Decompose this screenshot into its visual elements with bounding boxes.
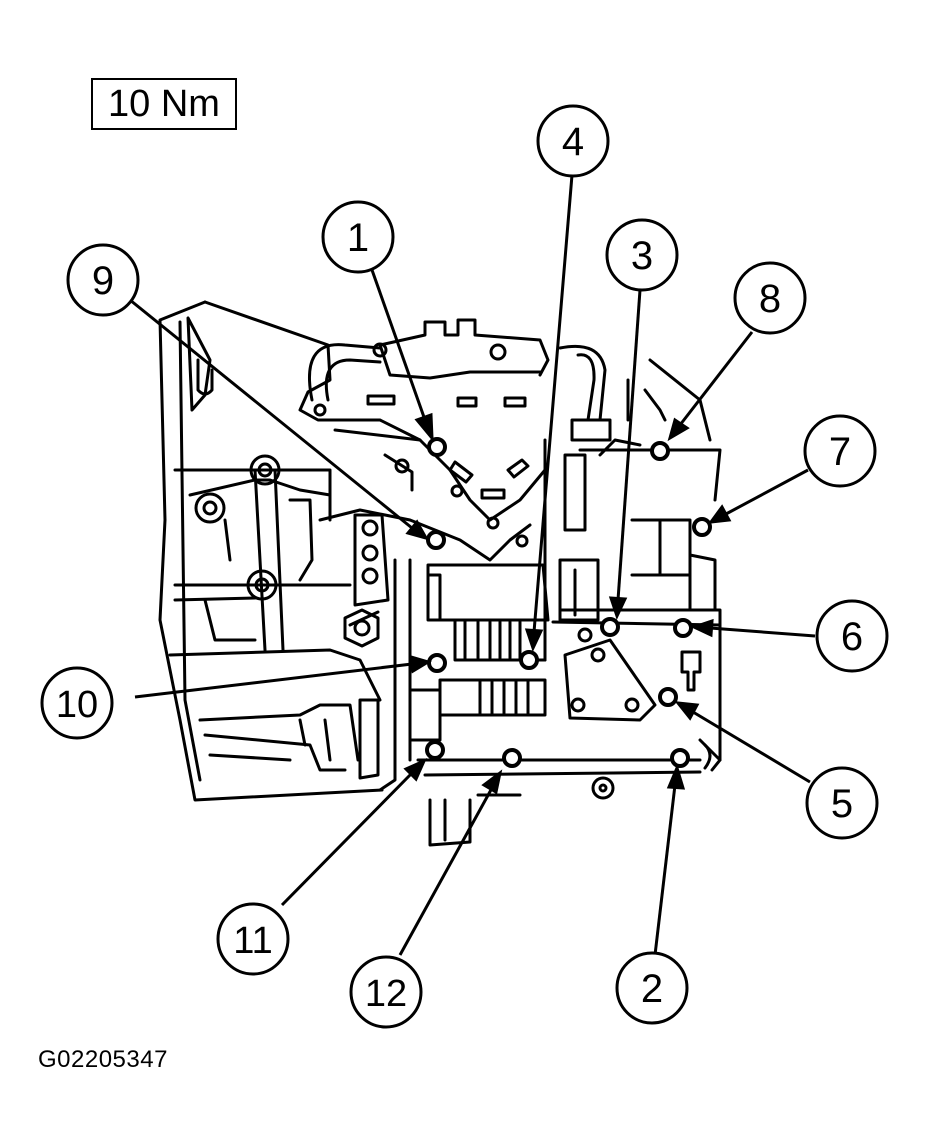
arrowhead-3 bbox=[608, 596, 628, 621]
figure-id: G02205347 bbox=[38, 1046, 168, 1073]
bolt-9 bbox=[426, 530, 446, 550]
leader-10 bbox=[134, 662, 413, 699]
torque-spec-label: 10 Nm bbox=[108, 82, 220, 125]
callout-11-label: 11 bbox=[233, 920, 272, 962]
leader-11 bbox=[280, 771, 414, 907]
leader-4 bbox=[532, 174, 574, 633]
callout-9: 9 bbox=[66, 243, 140, 317]
bolt-6 bbox=[673, 618, 693, 638]
arrowhead-10 bbox=[409, 654, 432, 674]
torque-spec-box: 10 Nm bbox=[91, 78, 237, 130]
callout-6-label: 6 bbox=[841, 615, 863, 659]
leader-lines bbox=[129, 174, 816, 956]
bolt-2 bbox=[670, 748, 690, 768]
arrowhead-2 bbox=[666, 763, 686, 790]
arrowhead-11 bbox=[403, 758, 427, 782]
callout-1-label: 1 bbox=[347, 216, 369, 260]
bolt-1 bbox=[427, 437, 447, 457]
leader-5 bbox=[692, 710, 811, 784]
callout-8-label: 8 bbox=[759, 277, 781, 321]
callout-3-label: 3 bbox=[631, 234, 653, 278]
callouts: 1 2 3 4 5 6 7 8 bbox=[40, 104, 889, 1029]
callout-7: 7 bbox=[803, 414, 877, 488]
leader-3 bbox=[616, 289, 642, 601]
transmission-housing bbox=[158, 300, 722, 847]
leader-9 bbox=[129, 298, 413, 530]
bolt-11 bbox=[425, 740, 445, 760]
arrowhead-6 bbox=[689, 618, 714, 638]
callout-5-label: 5 bbox=[831, 782, 853, 826]
bolt-4 bbox=[519, 650, 539, 670]
leader-2 bbox=[653, 784, 677, 956]
leader-6 bbox=[709, 626, 816, 638]
callout-12-label: 12 bbox=[365, 973, 407, 1015]
arrowhead-4 bbox=[524, 628, 544, 653]
callout-10: 10 bbox=[40, 666, 114, 740]
bolt-8 bbox=[650, 441, 670, 461]
arrowhead-1 bbox=[414, 412, 434, 443]
callout-7-label: 7 bbox=[829, 430, 851, 474]
callout-1: 1 bbox=[321, 200, 395, 274]
bolt-3 bbox=[600, 617, 620, 637]
bolt-7 bbox=[692, 517, 712, 537]
bolt-10 bbox=[427, 653, 447, 673]
callout-10-label: 10 bbox=[56, 684, 98, 726]
arrowhead-5 bbox=[674, 701, 700, 721]
callout-5: 5 bbox=[805, 766, 879, 840]
callout-3: 3 bbox=[605, 218, 679, 292]
callout-4-label: 4 bbox=[562, 120, 584, 164]
bolt-12 bbox=[502, 748, 522, 768]
arrowhead-9 bbox=[405, 519, 430, 541]
leader-8 bbox=[678, 331, 754, 426]
arrowhead-12 bbox=[481, 769, 503, 795]
leader-12 bbox=[398, 787, 494, 956]
callout-2-label: 2 bbox=[641, 967, 663, 1011]
callout-12: 12 bbox=[349, 955, 423, 1029]
callout-2: 2 bbox=[615, 951, 689, 1025]
callout-6: 6 bbox=[815, 599, 889, 673]
bolts bbox=[425, 437, 712, 768]
callout-11: 11 bbox=[216, 902, 290, 976]
bolt-5 bbox=[658, 687, 678, 707]
arrowhead-8 bbox=[667, 417, 690, 442]
leader-7 bbox=[725, 468, 809, 516]
callout-9-label: 9 bbox=[92, 259, 114, 303]
arrowhead-7 bbox=[707, 504, 732, 524]
leader-1 bbox=[370, 269, 427, 421]
callout-8: 8 bbox=[733, 261, 807, 335]
callout-4: 4 bbox=[536, 104, 610, 178]
